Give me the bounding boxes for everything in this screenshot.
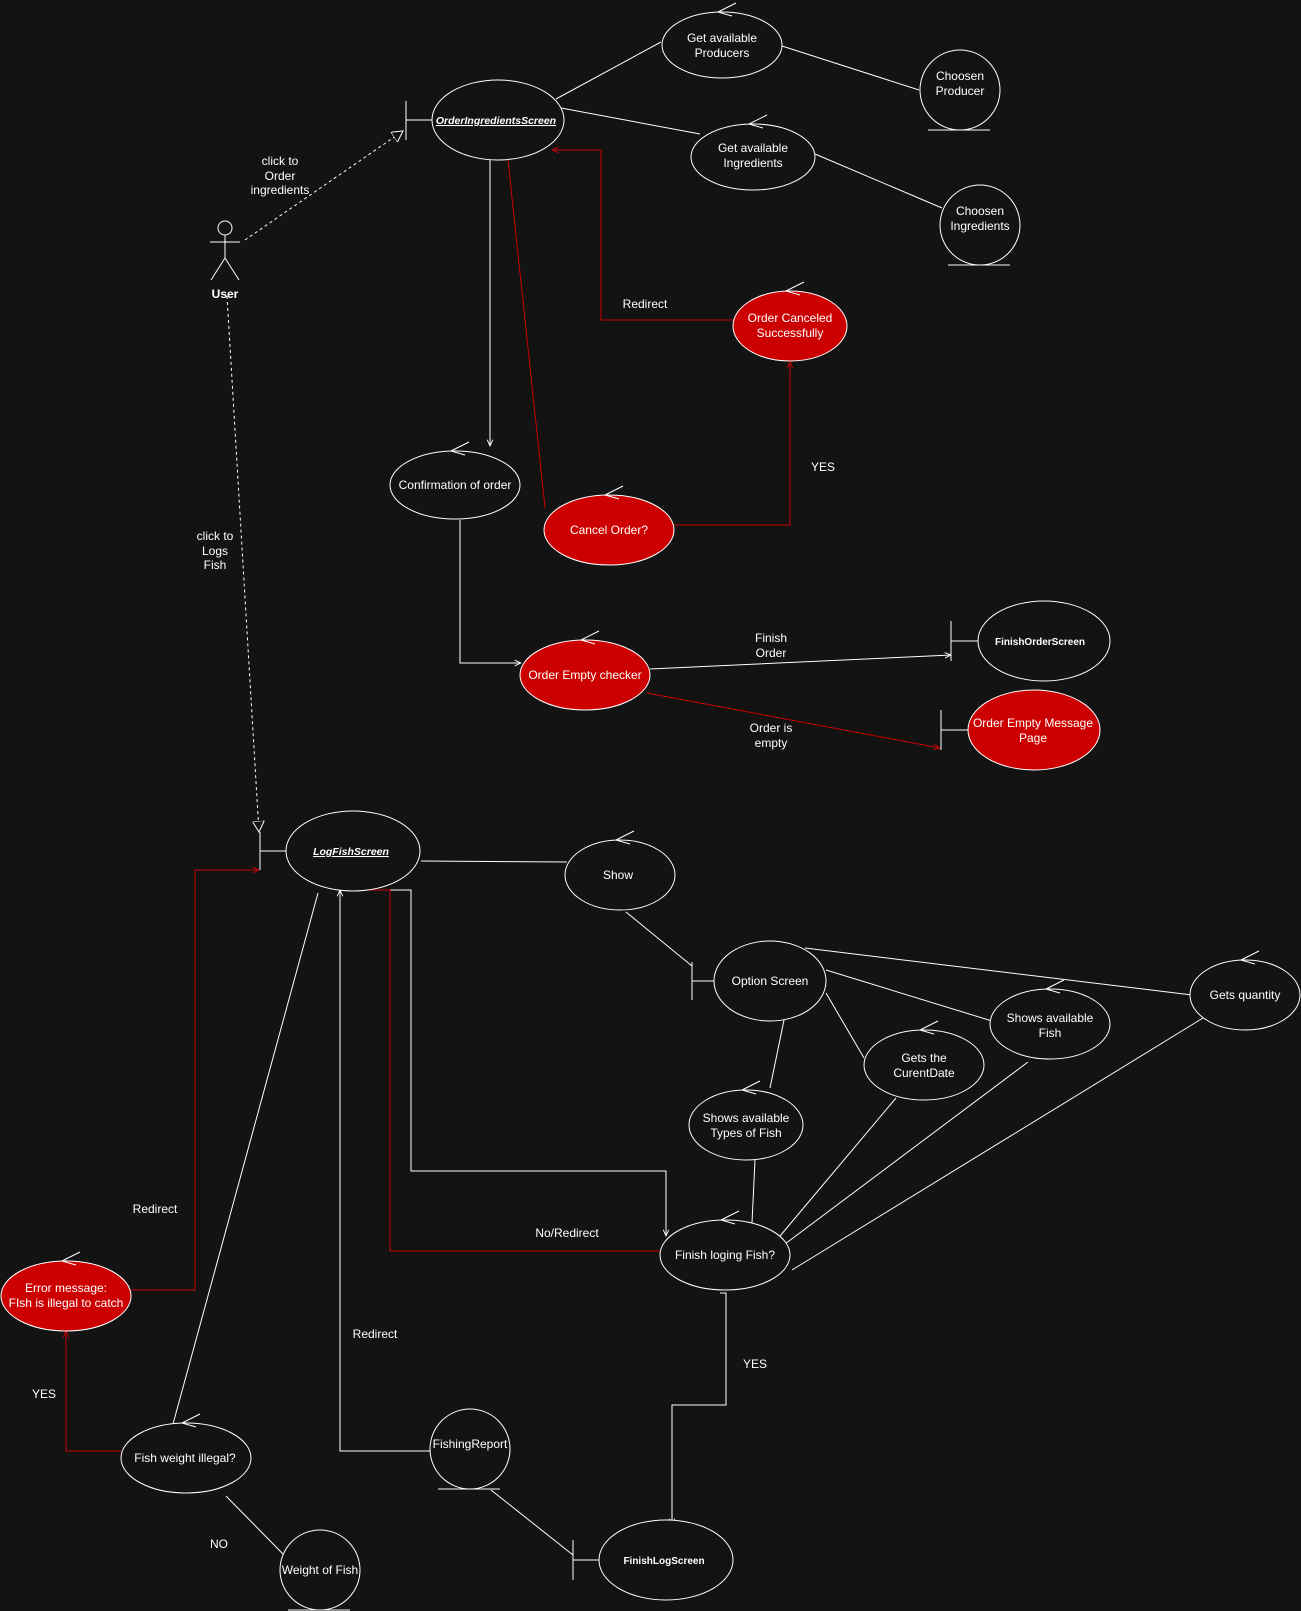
control-label: Gets quantity <box>1210 988 1281 1002</box>
control-label-line2: Types of Fish <box>710 1126 781 1140</box>
control-label-line2: FIsh is illegal to catch <box>9 1296 124 1310</box>
edge-label-yes-weight: YES <box>32 1387 56 1401</box>
edge-label-click-log-1: click to <box>197 529 234 543</box>
actor-head <box>217 220 233 236</box>
control-label-line2: Producers <box>695 46 750 60</box>
control-finish-loging-fish[interactable]: Finish loging Fish? <box>659 1210 791 1291</box>
control-label: Order Empty checker <box>528 668 641 682</box>
entity-label-line1: Choosen <box>936 69 984 83</box>
control-order-empty-checker[interactable]: Order Empty checker <box>519 630 651 711</box>
boundary-label-line2: Page <box>1019 731 1047 745</box>
control-error-message[interactable]: Error message: FIsh is illegal to catch <box>0 1251 132 1332</box>
control-label-line1: Shows available <box>1007 1011 1094 1025</box>
control-confirmation-of-order[interactable]: Confirmation of order <box>389 441 521 520</box>
edge-label-finish-order-2: Order <box>756 646 787 660</box>
entity-choosen-ingredients[interactable]: Choosen Ingredients <box>939 184 1021 266</box>
entity-label: FishingReport <box>433 1437 508 1451</box>
boundary-option-screen[interactable]: Option Screen <box>691 940 827 1022</box>
edge-label-click-order-3: ingredients <box>251 183 310 197</box>
edge-label-click-order-1: click to <box>262 154 299 168</box>
boundary-log-fish-screen[interactable]: LogFishScreen <box>259 810 421 892</box>
entity-label: Weight of Fish <box>282 1563 358 1577</box>
edge-label-yes-finish: YES <box>743 1357 767 1371</box>
entity-label-line2: Ingredients <box>950 219 1009 233</box>
edge-label-order-empty-2: empty <box>755 736 788 750</box>
control-label-line2: Ingredients <box>723 156 782 170</box>
edge-label-redirect-cancel: Redirect <box>623 297 668 311</box>
edge-label-no-weight: NO <box>210 1537 228 1551</box>
control-order-canceled-successfully[interactable]: Order Canceled Successfully <box>732 281 848 362</box>
boundary-finish-order-screen[interactable]: FinishOrderScreen <box>950 600 1111 682</box>
control-cancel-order[interactable]: Cancel Order? <box>543 485 675 566</box>
control-label-line1: Shows available <box>703 1111 790 1125</box>
boundary-label: OrderIngredientsScreen <box>436 115 556 127</box>
boundary-label: LogFishScreen <box>313 846 389 858</box>
control-gets-quantity[interactable]: Gets quantity <box>1189 950 1301 1031</box>
control-show[interactable]: Show <box>564 830 676 911</box>
control-label-line1: Get available <box>687 31 757 45</box>
edge-label-click-log-2: Logs <box>202 544 228 558</box>
connections <box>172 41 1204 1556</box>
control-label-line2: Fish <box>1039 1026 1062 1040</box>
control-label-line2: CurentDate <box>893 1066 955 1080</box>
actor-label: User <box>212 287 239 301</box>
control-label: Show <box>603 868 633 882</box>
control-label-line1: Error message: <box>25 1281 107 1295</box>
control-label-line1: Get available <box>718 141 788 155</box>
entity-choosen-producer[interactable]: Choosen Producer <box>919 49 1001 131</box>
control-shows-available-fish[interactable]: Shows available Fish <box>989 979 1111 1060</box>
edge-label-redirect-error: Redirect <box>133 1202 178 1216</box>
edge-label-yes-cancel: YES <box>811 460 835 474</box>
boundary-label-line1: Order Empty Message <box>973 716 1093 730</box>
entity-label-line1: Choosen <box>956 204 1004 218</box>
control-label: Fish weight illegal? <box>134 1451 236 1465</box>
edge-label-redirect-report: Redirect <box>353 1327 398 1341</box>
control-gets-curent-date[interactable]: Gets the CurentDate <box>863 1020 985 1101</box>
control-label: Confirmation of order <box>399 478 512 492</box>
user-actor[interactable]: User <box>210 220 240 301</box>
control-get-available-producers[interactable]: Get available Producers <box>661 2 783 79</box>
control-label: Finish loging Fish? <box>675 1248 775 1262</box>
edge-label-click-order-2: Order <box>265 169 296 183</box>
entity-fishing-report[interactable]: FishingReport <box>429 1408 511 1490</box>
control-get-available-ingredients[interactable]: Get available Ingredients <box>690 114 816 191</box>
control-label-line1: Gets the <box>901 1051 947 1065</box>
entity-weight-of-fish[interactable]: Weight of Fish <box>279 1529 361 1611</box>
edge-label-finish-order-1: Finish <box>755 631 787 645</box>
boundary-order-empty-message-page[interactable]: Order Empty Message Page <box>940 689 1101 771</box>
edge-labels: click to Order ingredients click to Logs… <box>32 154 835 1551</box>
control-shows-available-types-of-fish[interactable]: Shows available Types of Fish <box>688 1080 804 1161</box>
boundary-label: FinishOrderScreen <box>995 637 1085 648</box>
control-label: Cancel Order? <box>570 523 648 537</box>
entity-label-line2: Producer <box>936 84 985 98</box>
control-label-line1: Order Canceled <box>748 311 833 325</box>
control-label-line2: Successfully <box>757 326 824 340</box>
edge-label-click-log-3: Fish <box>204 558 227 572</box>
boundary-finish-log-screen[interactable]: FinishLogScreen <box>572 1519 734 1601</box>
control-fish-weight-illegal[interactable]: Fish weight illegal? <box>120 1413 252 1494</box>
edge-label-no-redirect: No/Redirect <box>535 1226 599 1240</box>
boundary-order-ingredients-screen[interactable]: OrderIngredientsScreen <box>405 79 565 161</box>
edge-label-order-empty-1: Order is <box>750 721 793 735</box>
boundary-label: FinishLogScreen <box>623 1556 704 1567</box>
boundary-label: Option Screen <box>732 974 809 988</box>
